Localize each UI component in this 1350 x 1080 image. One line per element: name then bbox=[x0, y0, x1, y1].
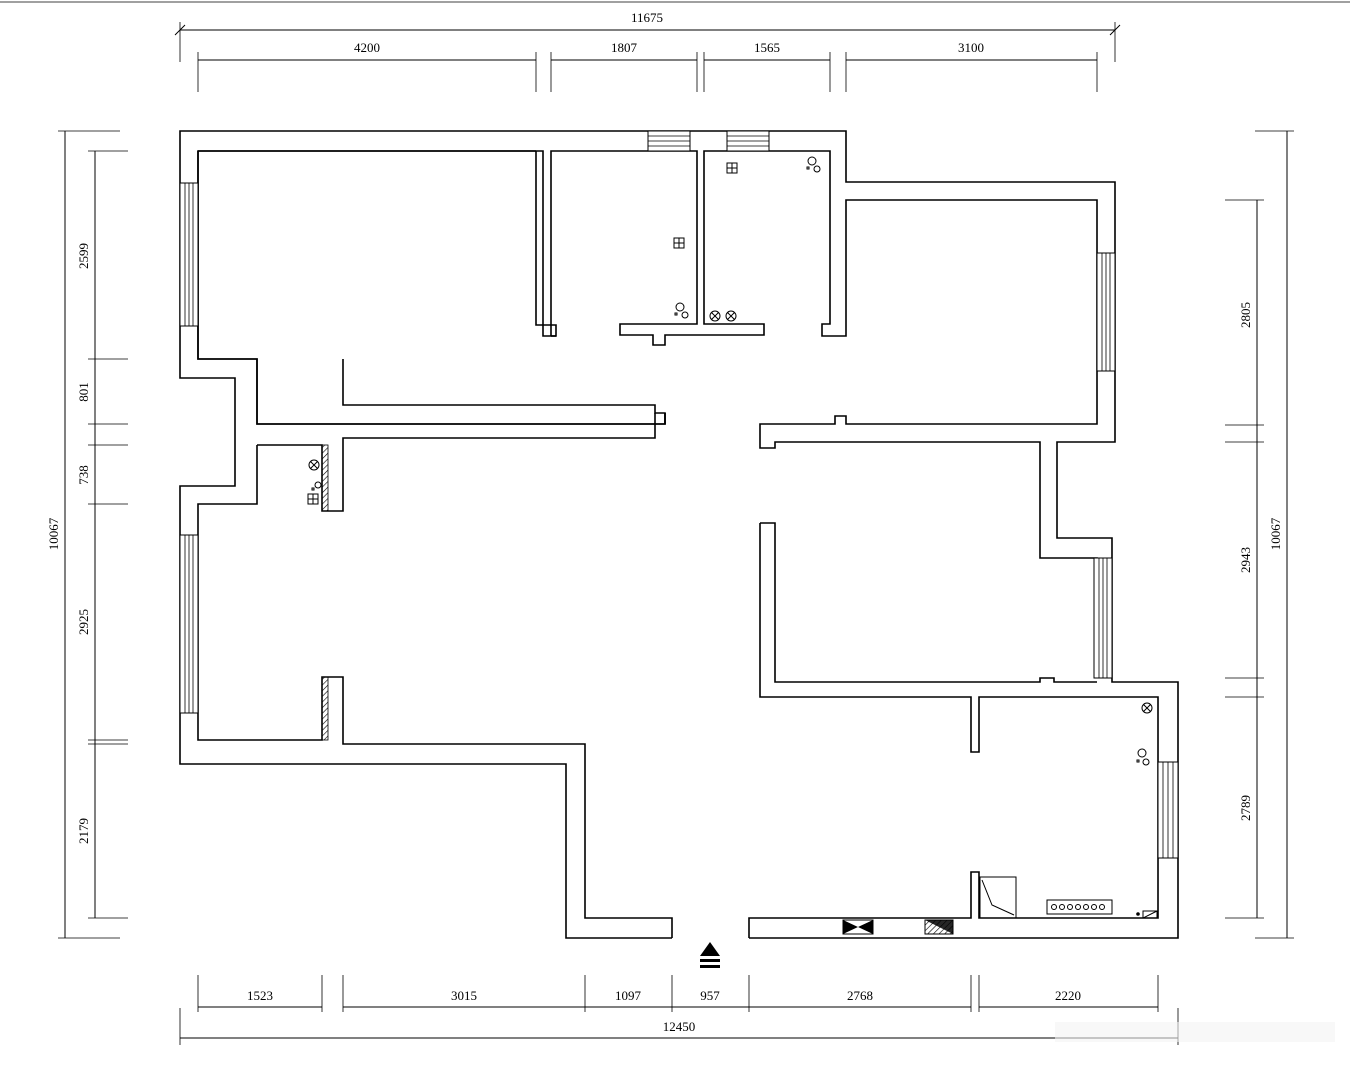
bottom-dim-5: 2768 bbox=[847, 988, 873, 1003]
right-dimensions: 2805 2943 2789 10067 bbox=[1225, 130, 1294, 939]
window-east-1 bbox=[1096, 252, 1116, 372]
windows bbox=[179, 130, 1179, 859]
meter-icon bbox=[1136, 910, 1158, 919]
crossed-circle-icon bbox=[725, 310, 737, 322]
bottom-overall-dim: 12450 bbox=[663, 1019, 696, 1034]
window-north-1 bbox=[647, 130, 691, 152]
crossed-circle-icon bbox=[709, 310, 721, 322]
top-dim-2: 1807 bbox=[611, 40, 638, 55]
top-dim-1: 4200 bbox=[354, 40, 380, 55]
bottom-dimensions: 1523 3015 1097 957 2768 2220 12450 bbox=[179, 975, 1179, 1045]
top-dim-3: 1565 bbox=[754, 40, 780, 55]
double-circle-icon bbox=[806, 156, 821, 173]
window-west-2 bbox=[179, 534, 199, 714]
right-overall-dim: 10067 bbox=[1268, 517, 1283, 550]
double-circle-icon bbox=[311, 481, 322, 491]
square-grid-icon bbox=[673, 237, 685, 249]
stove-icon bbox=[1046, 899, 1113, 915]
left-dim-5: 2179 bbox=[76, 818, 91, 844]
top-dimensions: 11675 4200 1807 1565 3100 bbox=[174, 10, 1121, 92]
bottom-dim-4: 957 bbox=[700, 988, 720, 1003]
right-dim-1: 2805 bbox=[1238, 302, 1253, 328]
cabinet-icon bbox=[979, 876, 1017, 919]
left-dim-3: 738 bbox=[76, 465, 91, 485]
window-north-2 bbox=[726, 130, 770, 152]
bottom-dim-2: 3015 bbox=[451, 988, 477, 1003]
square-grid-icon bbox=[726, 162, 738, 174]
hatched-wall-upper bbox=[321, 444, 329, 512]
window-east-2 bbox=[1093, 557, 1113, 679]
window-east-3 bbox=[1157, 761, 1179, 859]
square-grid-icon bbox=[307, 493, 319, 505]
left-dim-1: 2599 bbox=[76, 243, 91, 269]
left-dimensions: 10067 2599 801 738 2925 2179 bbox=[46, 130, 128, 939]
bottom-dim-3: 1097 bbox=[615, 988, 642, 1003]
watermark bbox=[1055, 1022, 1335, 1042]
left-overall-dim: 10067 bbox=[46, 517, 61, 550]
distribution-box-icon bbox=[924, 919, 954, 935]
distribution-box-icon bbox=[842, 919, 874, 935]
fixtures bbox=[307, 156, 1158, 935]
double-circle-icon bbox=[674, 302, 689, 319]
top-dim-4: 3100 bbox=[958, 40, 984, 55]
right-dim-3: 2789 bbox=[1238, 795, 1253, 821]
left-dim-4: 2925 bbox=[76, 609, 91, 635]
window-west-1 bbox=[179, 182, 199, 327]
crossed-circle-icon bbox=[1141, 702, 1153, 714]
right-dim-2: 2943 bbox=[1238, 547, 1253, 573]
crossed-circle-icon bbox=[308, 459, 320, 471]
hatched-wall-lower bbox=[321, 676, 329, 741]
top-overall-dim: 11675 bbox=[631, 10, 663, 25]
left-dim-2: 801 bbox=[76, 382, 91, 402]
entrance-arrow-icon bbox=[700, 942, 720, 968]
walls bbox=[179, 130, 1179, 939]
bottom-dim-6: 2220 bbox=[1055, 988, 1081, 1003]
bottom-dim-1: 1523 bbox=[247, 988, 273, 1003]
double-circle-icon bbox=[1136, 748, 1150, 766]
